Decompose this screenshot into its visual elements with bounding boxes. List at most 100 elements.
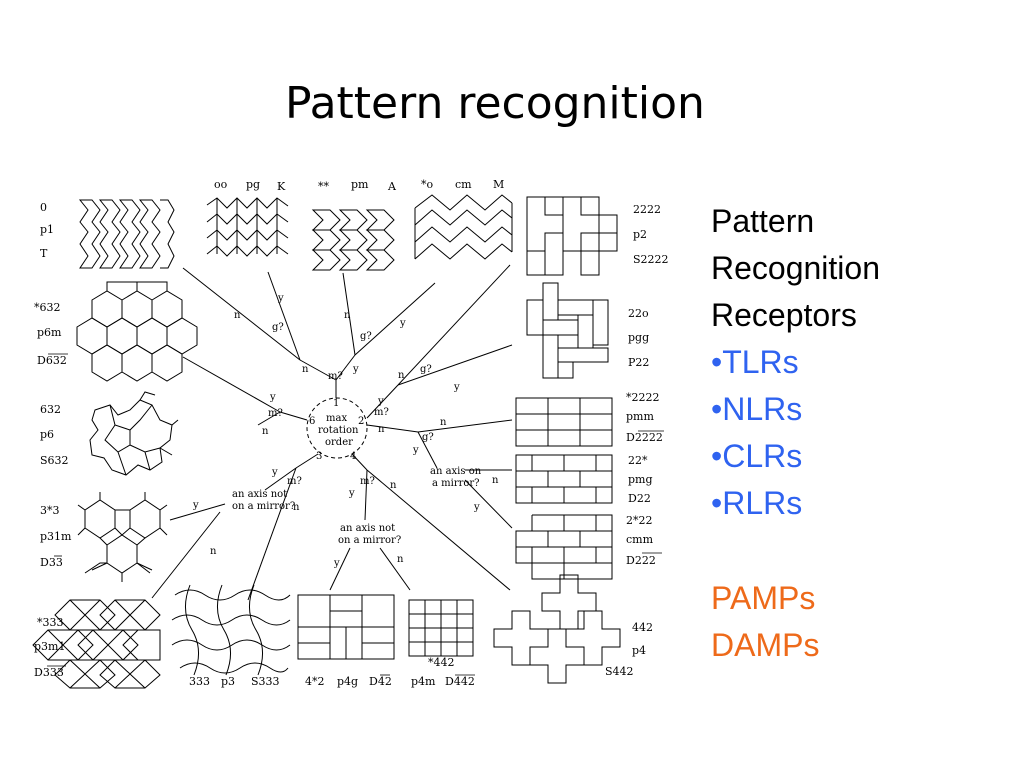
tiling-p3 xyxy=(171,584,291,676)
center-number-2: 2 xyxy=(358,416,364,427)
axis-question-line: on a mirror? xyxy=(232,501,295,512)
branch-label: n xyxy=(398,370,405,381)
group-label: M xyxy=(493,178,504,191)
tiling-p6 xyxy=(89,391,179,476)
group-label: D222 xyxy=(626,554,656,567)
branch-label: y xyxy=(453,382,460,393)
group-label: 0 xyxy=(40,201,47,214)
branch-label: n xyxy=(344,310,351,321)
group-label: 22* xyxy=(628,454,648,467)
question-label: g? xyxy=(422,432,434,443)
center-text-line: max xyxy=(326,413,347,424)
group-label: *442 xyxy=(428,656,455,669)
group-label: 4*2 xyxy=(305,675,325,688)
tiling-p4g xyxy=(297,594,395,660)
tree-lines xyxy=(151,264,513,601)
branch-label: y xyxy=(412,445,419,456)
group-label: p6m xyxy=(37,326,62,339)
group-label: *632 xyxy=(34,301,61,314)
receptor-list: Pattern Recognition Receptors •TLRs •NLR… xyxy=(711,198,880,669)
branch-label: y xyxy=(333,558,340,569)
group-label: p3m1 xyxy=(34,640,65,653)
group-label: D33 xyxy=(40,556,63,569)
axis-question-line: an axis not xyxy=(232,489,287,500)
tiling-cm xyxy=(414,194,513,260)
branch-label: y xyxy=(348,488,355,499)
spacer xyxy=(711,527,880,575)
branch-label: y xyxy=(269,392,276,403)
group-label: D2222 xyxy=(626,431,663,444)
group-label: 22o xyxy=(628,307,649,320)
group-label: p4m xyxy=(411,675,436,688)
group-label: p6 xyxy=(40,428,54,441)
branch-label: y xyxy=(192,500,199,511)
branch-label: y xyxy=(352,364,359,375)
tiling-p3m1 xyxy=(32,599,161,689)
branch-label: y xyxy=(271,467,278,478)
tiling-p6m xyxy=(76,281,198,382)
group-label: S442 xyxy=(605,665,634,678)
heading-line: Pattern xyxy=(711,203,815,239)
group-label: D632 xyxy=(37,354,67,367)
group-label: S333 xyxy=(251,675,280,688)
tiling-pg xyxy=(206,197,289,257)
branch-label: n xyxy=(262,426,269,437)
group-label: D333 xyxy=(34,666,64,679)
branch-label: n xyxy=(302,364,309,375)
question-label: m? xyxy=(328,371,343,382)
question-label: m? xyxy=(287,476,302,487)
branch-label: n xyxy=(210,546,217,557)
group-label: p31m xyxy=(40,530,72,543)
axis-question-line: a mirror? xyxy=(432,478,480,489)
center-text-line: rotation xyxy=(318,425,359,436)
tiling-p4 xyxy=(493,574,621,684)
group-label: T xyxy=(40,247,48,260)
branch-label: n xyxy=(492,475,499,486)
axis-question-line: an axis not xyxy=(340,523,395,534)
group-label: D442 xyxy=(445,675,475,688)
group-label: A xyxy=(387,180,397,193)
group-label: p3 xyxy=(221,675,235,688)
question-label: m? xyxy=(360,476,375,487)
heading-line: Recognition xyxy=(711,250,880,286)
tiling-pgg xyxy=(526,282,609,379)
tiling-pmg xyxy=(515,454,613,504)
group-label: 3*3 xyxy=(40,504,60,517)
group-label: ** xyxy=(318,180,330,193)
axis-question-line: an axis on xyxy=(430,466,482,477)
center-circle xyxy=(306,397,368,459)
center-number-6: 6 xyxy=(309,416,315,427)
group-label: 632 xyxy=(40,403,61,416)
group-label: 442 xyxy=(632,621,653,634)
group-label: p1 xyxy=(40,223,54,236)
axis-question-line: on a mirror? xyxy=(338,535,401,546)
branch-label: y xyxy=(277,293,284,304)
center-top-number: 1 xyxy=(333,398,339,409)
branch-label: y xyxy=(473,502,480,513)
branch-label: n xyxy=(440,417,447,428)
group-label: cm xyxy=(455,178,472,191)
tiling-pm xyxy=(311,209,395,271)
group-label: pmg xyxy=(628,473,653,486)
group-label: cmm xyxy=(626,533,654,546)
receptor-item: •CLRs xyxy=(711,438,803,474)
branch-label: n xyxy=(234,310,241,321)
heading-line: Receptors xyxy=(711,297,857,333)
pattern-item: PAMPs xyxy=(711,580,816,616)
slide-title: Pattern recognition xyxy=(285,78,705,129)
center-text-line: order xyxy=(325,437,353,448)
branch-label: n xyxy=(293,502,300,513)
group-label: pg xyxy=(246,178,260,191)
branch-label: y xyxy=(377,396,384,407)
group-label: 2*22 xyxy=(626,514,653,527)
tiling-patterns xyxy=(32,194,621,689)
group-label: 333 xyxy=(189,675,210,688)
question-label: g? xyxy=(272,322,284,333)
group-label: S2222 xyxy=(633,253,669,266)
group-label: p4 xyxy=(632,644,646,657)
question-label: g? xyxy=(420,364,432,375)
group-label: D22 xyxy=(628,492,651,505)
branch-label: n xyxy=(378,424,385,435)
receptor-item: •RLRs xyxy=(711,485,803,521)
group-label: pm xyxy=(351,178,369,191)
